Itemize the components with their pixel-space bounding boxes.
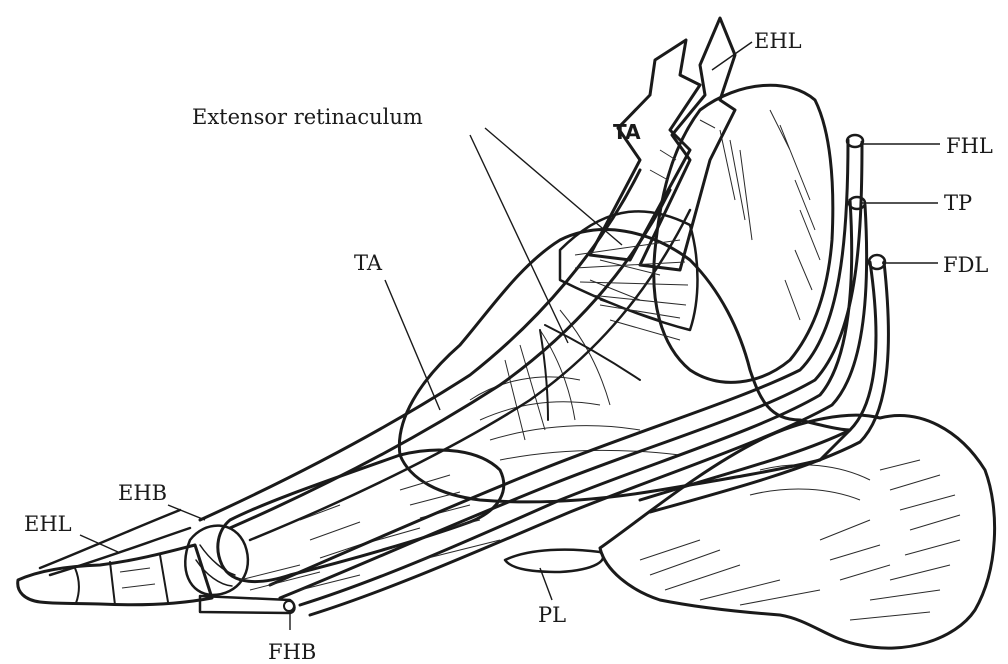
leader-ta-mid bbox=[385, 280, 440, 410]
label-fhl: FHL bbox=[946, 134, 993, 158]
label-fhb: FHB bbox=[268, 640, 316, 664]
label-pl: PL bbox=[538, 603, 566, 627]
labels: Extensor retinaculum EHL TA FHL TP FDL T… bbox=[24, 29, 993, 664]
label-ta-top: TA bbox=[613, 120, 641, 144]
label-ehl-top: EHL bbox=[754, 29, 802, 53]
leader-lines bbox=[80, 42, 940, 630]
label-tp: TP bbox=[944, 191, 972, 215]
cut-tendon-ends bbox=[590, 18, 735, 270]
leader-extensor-retinaculum-1 bbox=[470, 135, 568, 343]
talus bbox=[654, 85, 833, 382]
label-extensor-retinaculum: Extensor retinaculum bbox=[192, 105, 423, 129]
label-ta-mid: TA bbox=[354, 251, 383, 275]
label-fdl: FDL bbox=[943, 253, 988, 277]
leader-extensor-retinaculum-2 bbox=[485, 128, 622, 245]
posterior-tendons bbox=[270, 135, 888, 615]
label-ehb: EHB bbox=[118, 481, 167, 505]
label-ehl-left: EHL bbox=[24, 512, 72, 536]
